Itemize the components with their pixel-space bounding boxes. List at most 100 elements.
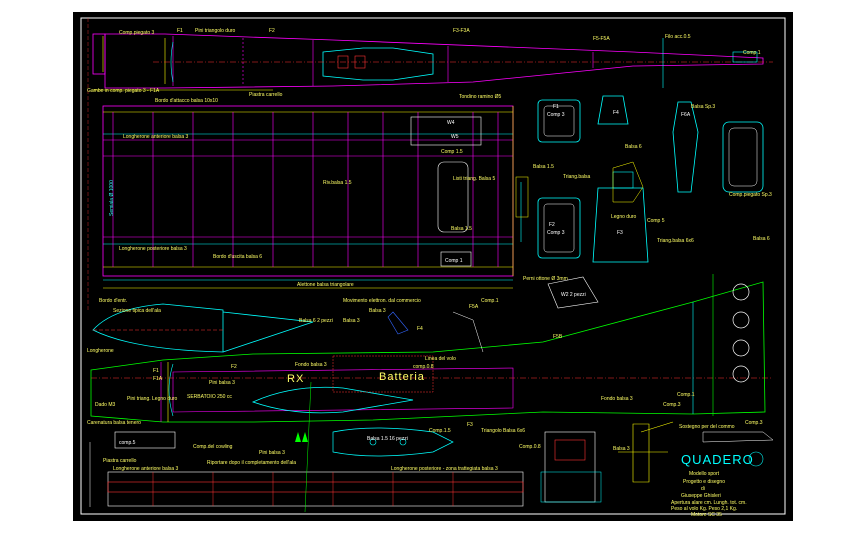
label: W4 [447, 120, 455, 126]
title-spec: Motore SC 35 [691, 512, 722, 518]
label: Comp 1.5 [441, 149, 463, 155]
model-name: QUADERO [681, 452, 754, 467]
label: F2 [549, 222, 555, 228]
label: F1A [153, 376, 163, 382]
label: Movimento elettron. dal commercio [343, 298, 421, 304]
label: Batteria [379, 371, 425, 383]
label: Gambe in comp. piegato 3 - F1A [87, 88, 160, 94]
label: Comp.1 [743, 50, 761, 56]
label: Pini triang. Legno duro [127, 396, 178, 402]
drawing-sheet: Comp.piegato 3 F1 Pini triangolo duro F2… [73, 12, 793, 521]
label: Longherone [87, 348, 114, 354]
label: Balsa 6 [625, 144, 642, 150]
cad-drawing: Comp.piegato 3 F1 Pini triangolo duro F2… [80, 17, 786, 518]
label: Comp 1 [445, 258, 463, 264]
label: F3 [617, 230, 623, 236]
label: Balsa Sp.3 [691, 104, 715, 110]
label: Pini balsa 3 [259, 450, 285, 456]
label: Balsa 3 [613, 446, 630, 452]
label: F4 [613, 110, 619, 116]
label: Comp.piegato Sp.3 [729, 192, 772, 198]
label: F2 [269, 28, 275, 34]
label: Triangolo Balsa 6x6 [481, 428, 525, 434]
annotations: Comp.piegato 3 F1 Pini triangolo duro F2… [87, 28, 772, 472]
label: Longherone anteriore balsa 3 [113, 466, 179, 472]
label: Comp.1.5 [429, 428, 451, 434]
label: Riv.balsa 1.5 [323, 180, 352, 186]
title-author: Giuseppe Ghisleri [681, 493, 721, 499]
label: Longherone anteriore balsa 3 [123, 134, 189, 140]
label: Sostegno per del commo [679, 424, 735, 430]
label: F3-F3A [453, 28, 470, 34]
label: Legno duro [611, 214, 637, 220]
label: comp.5 [119, 440, 136, 446]
label: F5B [553, 334, 563, 340]
label: Balsa 6 [753, 236, 770, 242]
label: Carenatura balsa tenero [87, 420, 141, 426]
label: Comp.del cowling [193, 444, 233, 450]
label: Fondo balsa 3 [295, 362, 327, 368]
wing-panel-view [102, 105, 529, 289]
label: Bordo d'entr. [99, 298, 127, 304]
label: Comp.3 [663, 402, 681, 408]
label: Sezione tipica dell'ala [113, 308, 161, 314]
label: comp.0.8 [413, 364, 434, 370]
label: Balsa 1.5 [533, 164, 554, 170]
label: Pini balsa 3 [209, 380, 235, 386]
label: Comp.0.8 [519, 444, 541, 450]
label: Tondino ramino Ø5 [459, 94, 501, 100]
title-subtitle: Progetto e disegno [683, 479, 725, 485]
label: W2 2 pezzi [561, 292, 586, 298]
label: Triang.balsa [563, 174, 591, 180]
label: Linea del volo [425, 356, 456, 362]
label: Alettone balsa triangolare [297, 282, 354, 288]
label: Bordo d'uscita balsa 6 [213, 254, 262, 260]
label: Balsa 6 2 pezzi [299, 318, 333, 324]
label: Comp 5 [647, 218, 665, 224]
label: Comp.3 [745, 420, 763, 426]
label: Listi triang. Balsa 5 [453, 176, 495, 182]
title-block [618, 421, 774, 483]
label: F6A [681, 112, 691, 118]
lower-fuselage-view [90, 274, 773, 423]
label: Comp.1 [677, 392, 695, 398]
label: F2 [231, 364, 237, 370]
label: F5A [469, 304, 479, 310]
label: F5-F5A [593, 36, 610, 42]
label: F3 [467, 422, 473, 428]
label: F1 [177, 28, 183, 34]
label: F1 [553, 104, 559, 110]
tail-and-strips [89, 381, 602, 513]
label: Perni ottone Ø 3mm [523, 276, 568, 282]
label: Fondo balsa 3 [601, 396, 633, 402]
label: F1 [153, 368, 159, 374]
label: Piastra carrello [249, 92, 283, 98]
label: Filo acc.0.5 [665, 34, 691, 40]
label: RX [287, 373, 304, 385]
title-text: QUADERO Modello sport Progetto e disegno… [671, 452, 754, 518]
label: Balsa 3 [369, 308, 386, 314]
label: Dado M3 [95, 402, 116, 408]
title-spec: Apertura alare cm. Lungh. tot. cm. [671, 500, 747, 506]
label: Comp.piegato 3 [119, 30, 155, 36]
formers-view [537, 95, 764, 309]
label: Comp 3 [547, 230, 565, 236]
drawing-frame [80, 17, 786, 515]
label: Balsa 1.5 [451, 226, 472, 232]
label: Comp.1 [481, 298, 499, 304]
title-spec: Peso al volo Kg. Peso 2,1 Kg. [671, 506, 737, 512]
label: Pini triangolo duro [195, 28, 236, 34]
label: Comp 3 [547, 112, 565, 118]
label: Longherone posteriore - zona trattegiata… [391, 466, 498, 472]
label: Semiala Ø 1000 [109, 180, 115, 216]
label: Longherone posteriore balsa 3 [119, 246, 187, 252]
label: W5 [451, 134, 459, 140]
label: Balsa 3 [343, 318, 360, 324]
label: Piastra carrello [103, 458, 137, 464]
label: F4 [417, 326, 423, 332]
title-subtitle: Modello sport [689, 471, 720, 477]
label: Riportare dopo il completamento dell'ala [207, 460, 296, 466]
label: Bordo d'attacco balsa 10x10 [155, 98, 218, 104]
wing-rib-section [92, 303, 314, 353]
top-fuselage-view [87, 18, 773, 312]
